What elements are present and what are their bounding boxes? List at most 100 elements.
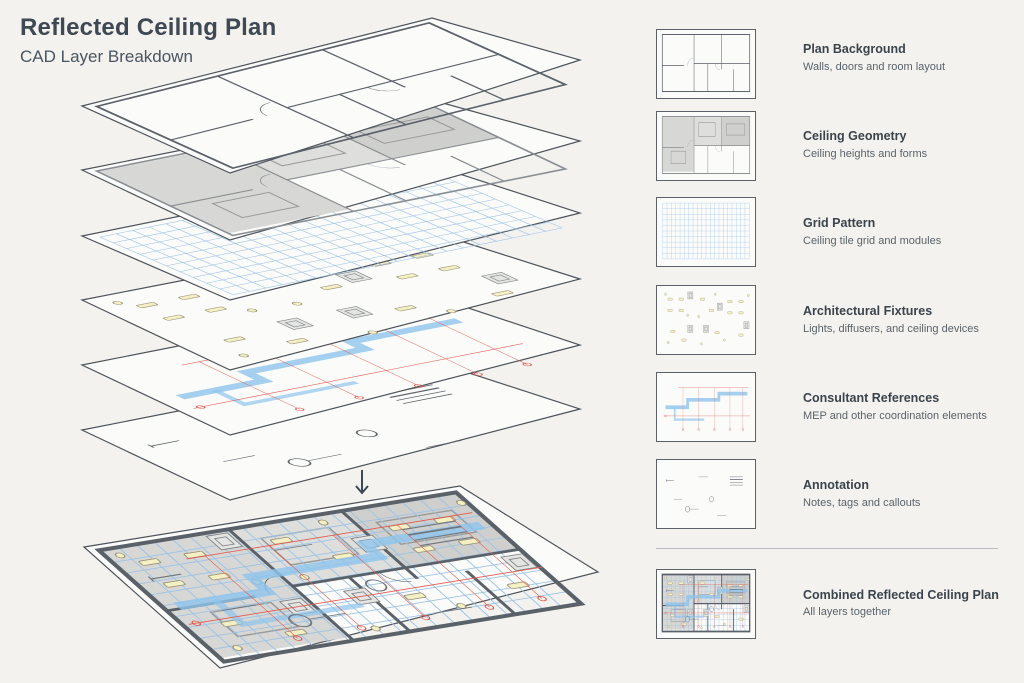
sprinkler-head: [741, 428, 744, 431]
legend-description: Ceiling heights and forms: [803, 148, 928, 160]
air-diffuser: [480, 271, 519, 285]
light-fixture: [681, 338, 687, 342]
annotation-thumbnail: [656, 459, 756, 529]
light-fixture: [667, 297, 673, 301]
combined-plan-drawing: [82, 485, 600, 669]
legend-description: MEP and other coordination elements: [803, 410, 987, 422]
air-diffuser: [205, 532, 244, 551]
light-fixture: [136, 302, 159, 309]
air-diffuser: [743, 605, 750, 613]
sprinkler-head: [682, 625, 684, 628]
door-swing: [687, 57, 694, 66]
geo-thumb-drawing: [661, 115, 751, 175]
light-fixture: [320, 284, 343, 291]
leader-line: [666, 589, 674, 592]
sprinkler-head: [697, 625, 700, 628]
sprinkler-head: [697, 428, 700, 431]
light-fixture: [411, 252, 434, 259]
sprinkler-branch: [185, 512, 473, 560]
legend-grid-pattern: Grid Pattern Ceiling tile grid and modul…: [656, 197, 1006, 269]
sprinkler-head: [484, 604, 495, 610]
legend-description: Lights, diffusers, and ceiling devices: [803, 323, 979, 335]
air-diffuser: [334, 270, 373, 283]
legend-combined-plan: Combined Reflected Ceiling Plan All laye…: [656, 569, 1006, 641]
downlight: [232, 645, 243, 651]
sprinkler-main: [188, 566, 543, 625]
sprinkler-head: [356, 625, 367, 631]
downlight: [446, 309, 457, 313]
legend-title: Architectural Fixtures: [803, 304, 933, 318]
section-tag: [365, 579, 388, 592]
downlight: [700, 342, 703, 346]
door-swing: [687, 139, 694, 148]
soffit-outline: [698, 122, 716, 137]
light-fixture: [457, 537, 481, 546]
sprinkler-head: [292, 635, 303, 641]
legend-description: All layers together: [803, 606, 892, 618]
light-fixture: [138, 558, 162, 566]
sprinkler-head: [413, 384, 424, 388]
light-fixture: [727, 311, 733, 315]
legend-title: Consultant References: [803, 391, 940, 405]
sprinkler-head: [728, 625, 731, 628]
sprinkler-head: [664, 414, 667, 418]
air-diffuser: [717, 302, 723, 311]
air-diffuser: [687, 325, 694, 333]
sprinkler-main: [193, 343, 524, 409]
door-swing: [367, 163, 401, 169]
downlight: [747, 578, 750, 581]
fix-thumb-drawing: [664, 291, 750, 346]
light-fixture: [738, 311, 744, 315]
sprinkler-head: [294, 407, 305, 411]
light-fixture: [403, 592, 427, 601]
sprinkler-head: [473, 372, 484, 376]
downlight: [317, 519, 329, 526]
light-fixture: [699, 297, 705, 301]
legend-title: Annotation: [803, 478, 869, 492]
sprinkler-head: [728, 428, 731, 431]
supply-duct: [665, 391, 748, 410]
soffit-outline: [726, 581, 745, 594]
light-fixture: [738, 595, 744, 599]
plan-background-thumbnail: [656, 29, 756, 99]
downlight: [723, 338, 726, 342]
legend-title: Plan Background: [803, 42, 906, 56]
air-diffuser: [687, 575, 694, 584]
downlight: [370, 625, 381, 632]
light-fixture: [670, 330, 676, 333]
soffit-outline: [726, 123, 745, 136]
light-fixture: [667, 309, 673, 312]
light-fixture: [678, 593, 684, 596]
room-tag: [685, 505, 690, 513]
exterior-wall: [661, 573, 751, 633]
section-tag: [709, 606, 714, 613]
legend-consultant-references: Consultant References MEP and other coor…: [656, 372, 1006, 444]
ceiling-zone: [99, 147, 350, 234]
downlight: [455, 500, 467, 506]
section-tag: [709, 496, 714, 503]
light-fixture: [667, 593, 673, 596]
downlight: [667, 625, 670, 628]
sprinkler-head: [713, 625, 716, 628]
light-fixture: [678, 581, 684, 585]
consultant-references-thumbnail: [656, 372, 756, 442]
light-fixture: [738, 333, 744, 337]
air-diffuser: [276, 317, 315, 330]
page-subtitle: CAD Layer Breakdown: [20, 47, 193, 66]
air-diffuser: [743, 321, 750, 329]
sprinkler-head: [195, 405, 206, 409]
light-fixture: [208, 572, 231, 581]
downlight: [700, 626, 703, 630]
light-fixture: [738, 300, 744, 303]
bg-thumb-drawing: [661, 33, 751, 93]
downlight: [686, 313, 689, 317]
air-diffuser: [703, 325, 709, 333]
air-diffuser: [687, 291, 694, 300]
legend-ceiling-geometry: Ceiling Geometry Ceiling heights and for…: [656, 111, 1006, 183]
legend-description: Notes, tags and callouts: [803, 497, 921, 509]
light-fixture: [678, 297, 684, 301]
exterior-wall: [661, 115, 751, 175]
light-fixture: [284, 628, 308, 637]
door-swing: [378, 572, 412, 582]
light-fixture: [286, 338, 309, 345]
